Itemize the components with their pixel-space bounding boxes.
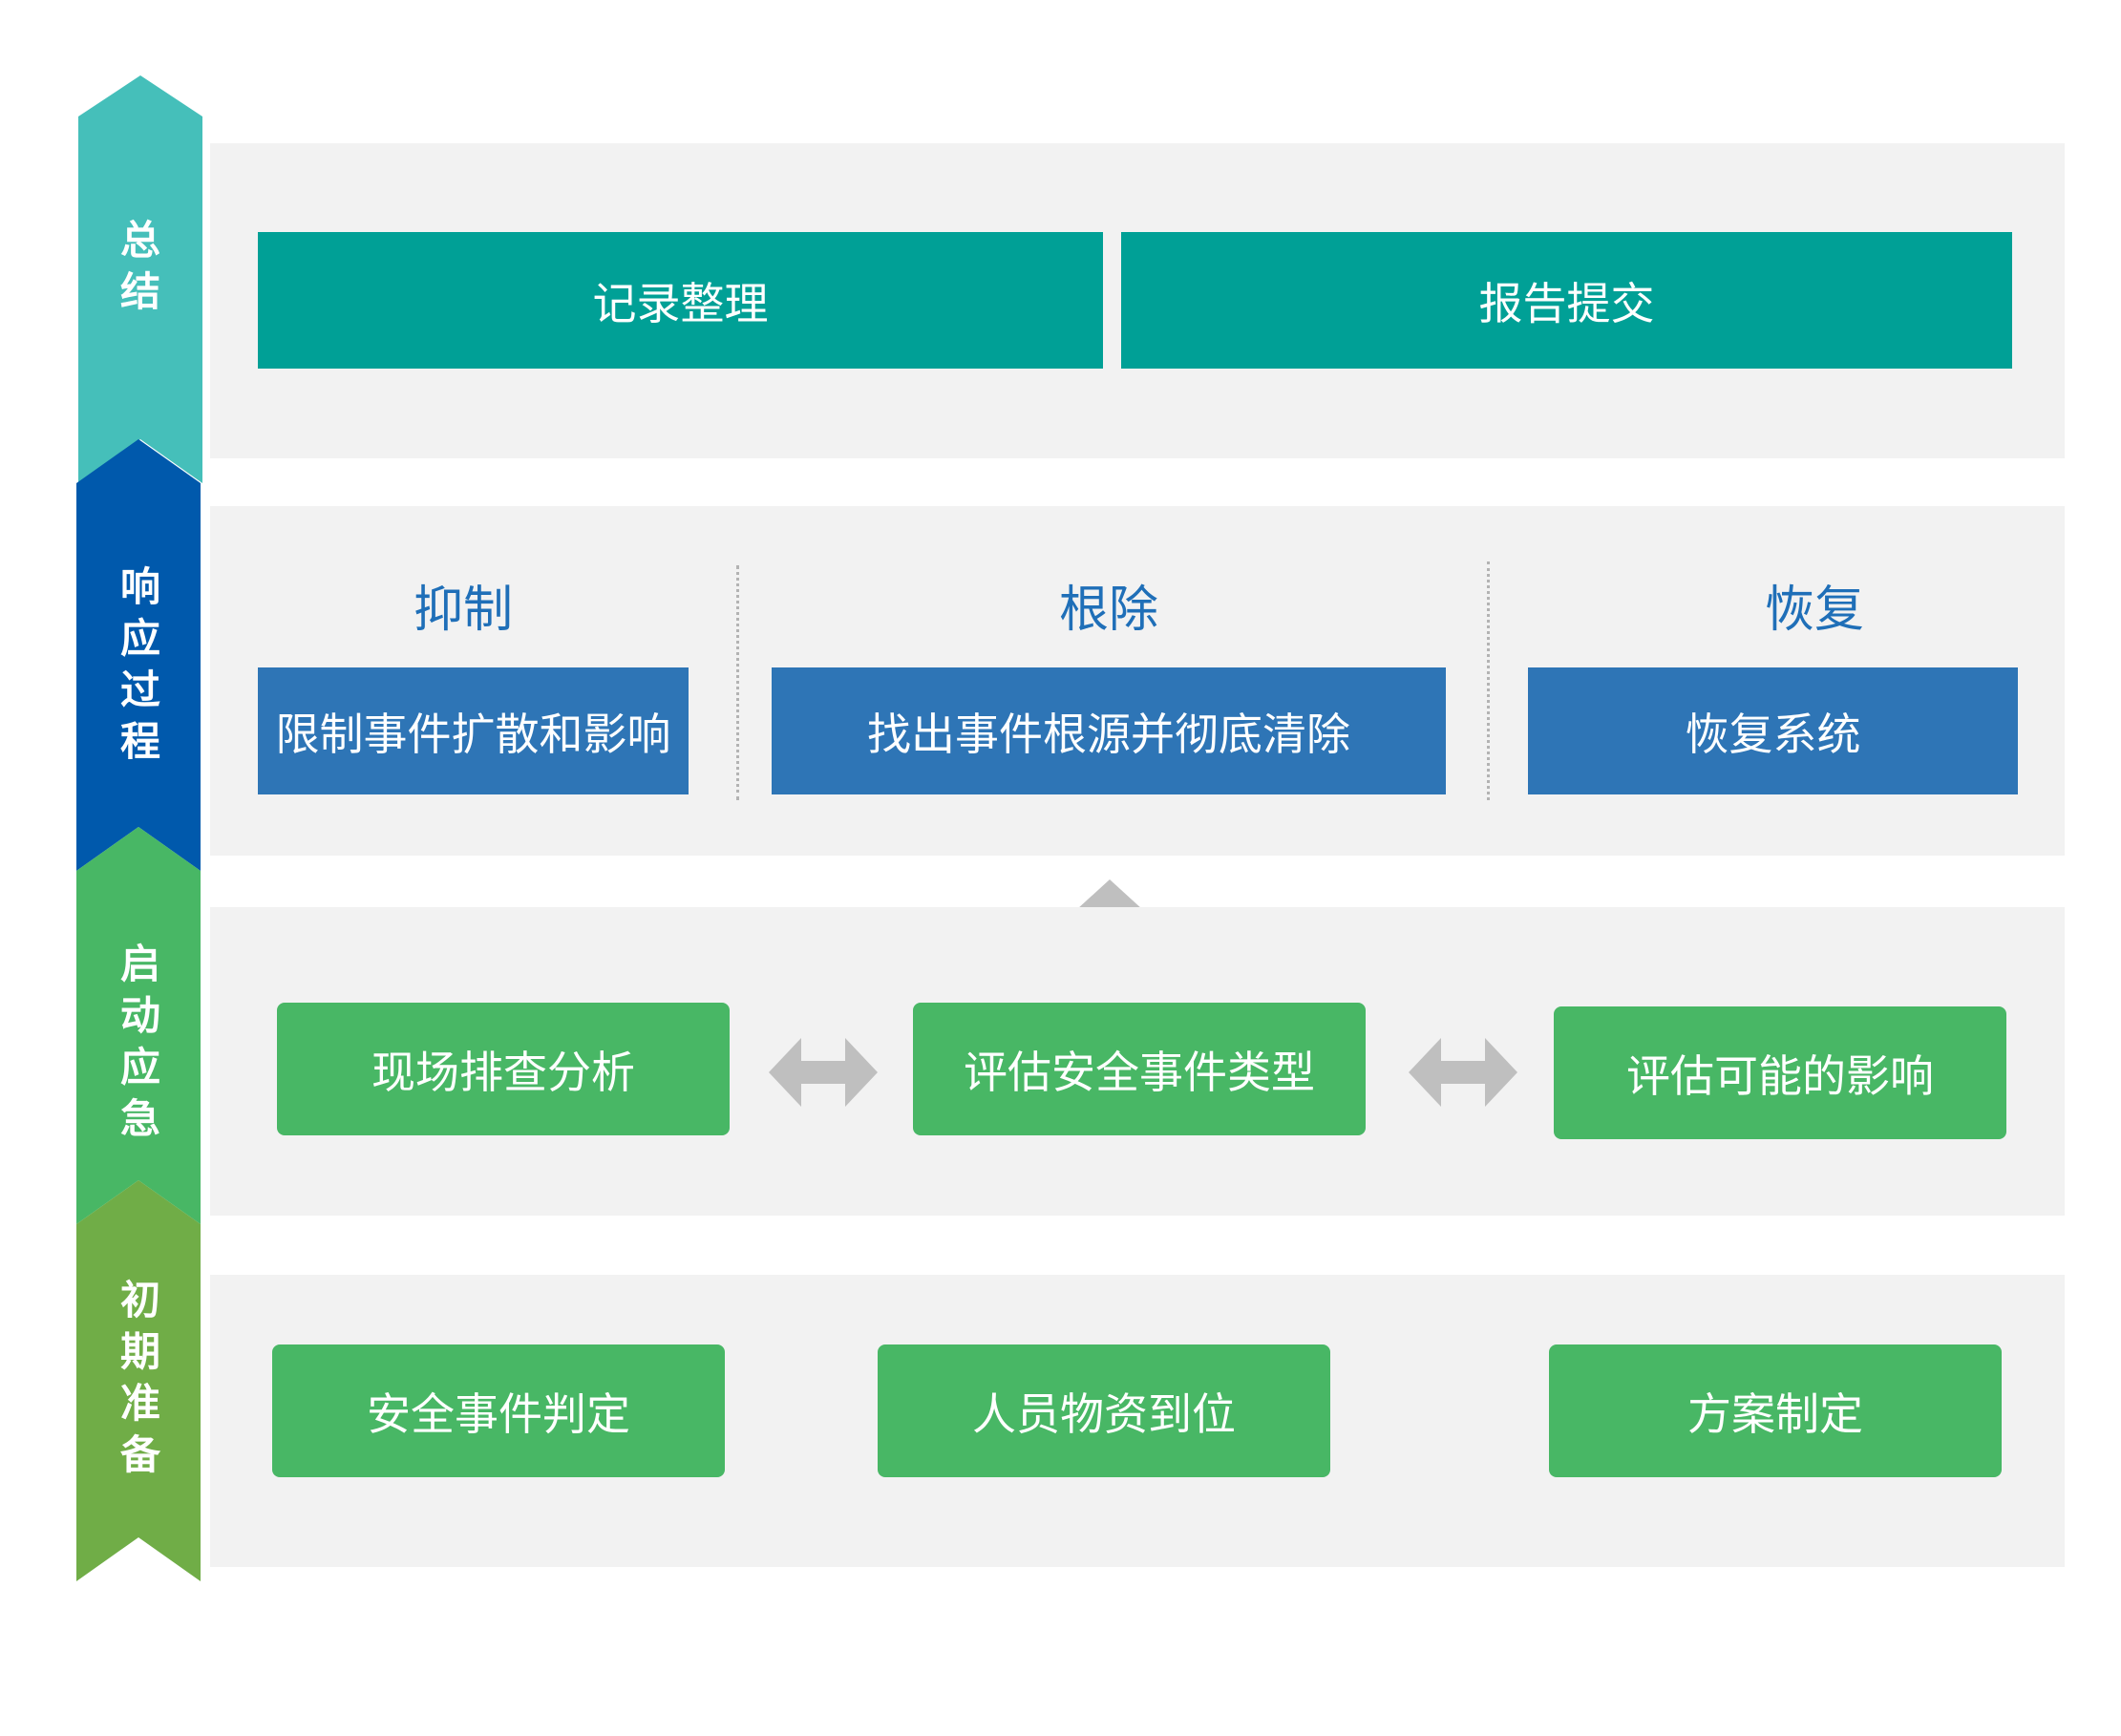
stage-preparation-char: 期: [119, 1328, 160, 1375]
preparation-box-plan: 方案制定: [1549, 1344, 2002, 1477]
response-heading-eradicate: 根除: [1058, 582, 1158, 639]
stage-startup-char: 急: [119, 1095, 160, 1142]
stage-preparation-char: 初: [119, 1277, 160, 1323]
startup-box-investigate: 现场排查分析: [277, 1003, 730, 1135]
response-box-recover: 恢复系统: [1528, 667, 2018, 794]
response-box-contain: 限制事件扩散和影响: [258, 667, 689, 794]
startup-box-impact: 评估可能的影响: [1554, 1006, 2006, 1139]
response-heading-contain: 抑制: [413, 582, 513, 639]
stage-preparation-char: 备: [119, 1431, 160, 1478]
double-arrow-shape: [1409, 1038, 1517, 1107]
response-box-eradicate: 找出事件根源并彻底清除: [772, 667, 1446, 794]
stage-preparation-label: 初 期 准 备: [69, 1275, 212, 1481]
stage-response-char: 应: [119, 615, 160, 662]
stage-summary-label: 总 结: [69, 215, 212, 318]
stage-response-shape: [76, 439, 201, 871]
stage-preparation-shape: [76, 1180, 201, 1581]
stage-summary-char: 总: [119, 217, 160, 264]
stage-startup-char: 动: [119, 992, 160, 1039]
stage-response-char: 过: [119, 667, 160, 713]
stage-summary-char: 结: [119, 268, 160, 315]
stage-response-label: 响 应 过 程: [69, 561, 212, 768]
stage-startup-char: 应: [119, 1044, 160, 1090]
stage-startup-label: 启 动 应 急: [69, 939, 212, 1145]
double-arrow-left: [769, 1038, 878, 1107]
preparation-box-determine: 安全事件判定: [272, 1344, 725, 1477]
response-divider: [1487, 561, 1490, 800]
response-divider: [736, 565, 739, 800]
stage-response-char: 程: [119, 718, 160, 765]
summary-box-report: 报告提交: [1121, 232, 2012, 369]
stage-startup-shape: [76, 827, 201, 1224]
stage-summary-shape: [78, 75, 202, 483]
response-heading-recover: 恢复: [1764, 582, 1864, 639]
stage-preparation-char: 准: [119, 1380, 160, 1427]
double-arrow-right: [1409, 1038, 1517, 1107]
startup-box-event-type: 评估安全事件类型: [913, 1003, 1366, 1135]
summary-box-record: 记录整理: [258, 232, 1103, 369]
stage-startup-char: 启: [119, 941, 160, 987]
double-arrow-shape: [769, 1038, 878, 1107]
stage-response-char: 响: [119, 563, 160, 610]
preparation-box-resources: 人员物资到位: [878, 1344, 1330, 1477]
